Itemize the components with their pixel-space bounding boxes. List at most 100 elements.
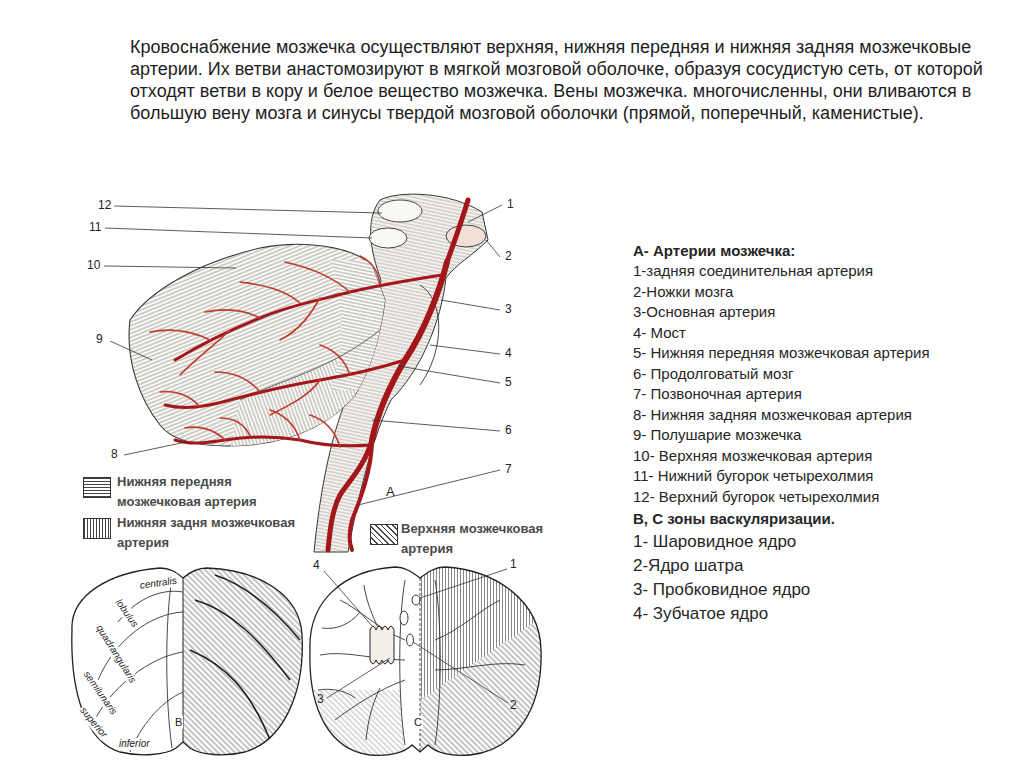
figure-part <box>270 380 320 415</box>
key-item: 1-задняя соединительная артерия <box>633 261 933 282</box>
callout-number: 12 <box>98 199 111 213</box>
legend-text: Верхняя мозжечковая артерия <box>401 519 556 559</box>
figure-part <box>104 205 502 505</box>
figure-part <box>324 571 372 626</box>
figure-part <box>324 569 508 703</box>
figure-part <box>350 440 372 550</box>
callout-number: 10 <box>87 259 100 273</box>
nucleus-item: 3- Пробковидное ядро <box>633 578 933 602</box>
figure-part <box>400 611 408 625</box>
callout-number: 6 <box>505 424 512 438</box>
artery-key: А- Артерии мозжечка:1-задняя соединитель… <box>633 240 933 626</box>
legend-text: Нижняя задня мозжечковая артерия <box>117 513 317 553</box>
legend-swatch <box>83 477 111 498</box>
figure-part <box>150 330 210 340</box>
figure-part <box>314 194 488 552</box>
key-heading: А- Артерии мозжечка: <box>633 240 933 261</box>
figure-part <box>369 228 407 248</box>
figure-part <box>270 410 300 440</box>
figure-part <box>435 600 500 640</box>
legend-swatch <box>370 524 398 545</box>
figure-part <box>120 240 390 450</box>
figure-part <box>372 420 500 431</box>
figure-part <box>441 300 500 310</box>
figure-part <box>215 575 300 640</box>
figure-part <box>114 206 382 213</box>
figure-part <box>72 568 302 755</box>
figure-part <box>358 470 500 505</box>
figure-part <box>327 658 390 698</box>
figure-part <box>92 560 308 760</box>
callout-number: 4 <box>505 347 512 361</box>
callout-number: 3 <box>505 303 512 317</box>
figure-part <box>398 366 500 383</box>
key-item: 9- Полушарие мозжечка <box>633 425 933 446</box>
key-item: 10- Верхняя мозжечковая артерия <box>633 446 933 467</box>
figure-part <box>370 626 394 664</box>
callout-number: 1 <box>510 558 517 572</box>
figure-part <box>322 612 360 628</box>
key-item: 2-Ножки мозга <box>633 282 933 303</box>
callout-number: 8 <box>111 448 118 462</box>
figure-part <box>160 392 200 407</box>
figure-part <box>420 615 545 760</box>
key-heading: В, С зоны васкуляризации. <box>633 507 933 530</box>
figure-part <box>330 260 390 390</box>
key-item: 7- Позвоночная артерия <box>633 384 933 405</box>
figure-letter: B <box>174 716 183 729</box>
callout-number: 2 <box>510 699 517 713</box>
legend-swatch <box>83 518 111 539</box>
figure-part <box>407 634 414 646</box>
key-item: 12- Верхний бугорок четырехолмия <box>633 487 933 508</box>
figure-part <box>412 595 420 605</box>
callout-number: 5 <box>505 376 512 390</box>
figure-part <box>120 240 390 450</box>
figure-part <box>360 256 380 285</box>
figure-part <box>320 345 350 375</box>
figure-part <box>468 205 502 222</box>
figure-part <box>435 580 440 745</box>
callout-number: 3 <box>317 693 324 707</box>
figure-part <box>92 578 183 752</box>
figure-part <box>285 262 350 292</box>
callout-number: 2 <box>505 250 512 264</box>
figure-part <box>486 240 500 257</box>
figure-part <box>215 372 260 392</box>
key-item: 4- Мост <box>633 323 933 344</box>
figure-part <box>420 569 507 598</box>
lobule-name: inferior <box>118 738 151 750</box>
figure-part <box>328 440 372 550</box>
figure-part <box>92 652 183 725</box>
figure-part <box>305 690 405 760</box>
figure-part <box>430 345 500 354</box>
callout-number: 7 <box>505 463 512 477</box>
figure-part <box>220 418 250 436</box>
figure-part <box>240 282 300 303</box>
figure-letter: A <box>386 485 395 500</box>
callout-number: 1 <box>507 198 514 212</box>
figure-part <box>280 298 320 340</box>
figure-part <box>104 266 236 268</box>
figure-part <box>310 415 340 447</box>
figure-part <box>175 437 370 446</box>
figure-part <box>366 688 380 740</box>
figure-part <box>190 650 270 740</box>
callout-number: 4 <box>313 559 320 573</box>
figure-part <box>447 200 468 262</box>
legend-text: Нижняя передняя мозжечковая артерия <box>117 472 317 512</box>
nucleus-item: 1- Шаровидное ядро <box>633 530 933 554</box>
figure-part <box>175 275 442 360</box>
nucleus-item: 4- Зубчатое ядро <box>633 602 933 626</box>
figure-part <box>400 580 405 745</box>
figure-part <box>364 585 380 632</box>
key-item: 5- Нижняя передняя мозжечковая артерия <box>633 343 933 364</box>
figure-part <box>420 615 545 760</box>
figure-part <box>372 262 447 440</box>
figure-part <box>165 360 405 407</box>
figure-part <box>205 310 260 318</box>
figure-part <box>330 260 390 390</box>
key-item: 8- Нижняя задняя мозжечковая артерия <box>633 405 933 426</box>
figure-part <box>420 560 545 760</box>
callout-number: 11 <box>89 221 101 235</box>
title-text: Кровоснабжение мозжечка осуществляют вер… <box>130 36 988 124</box>
